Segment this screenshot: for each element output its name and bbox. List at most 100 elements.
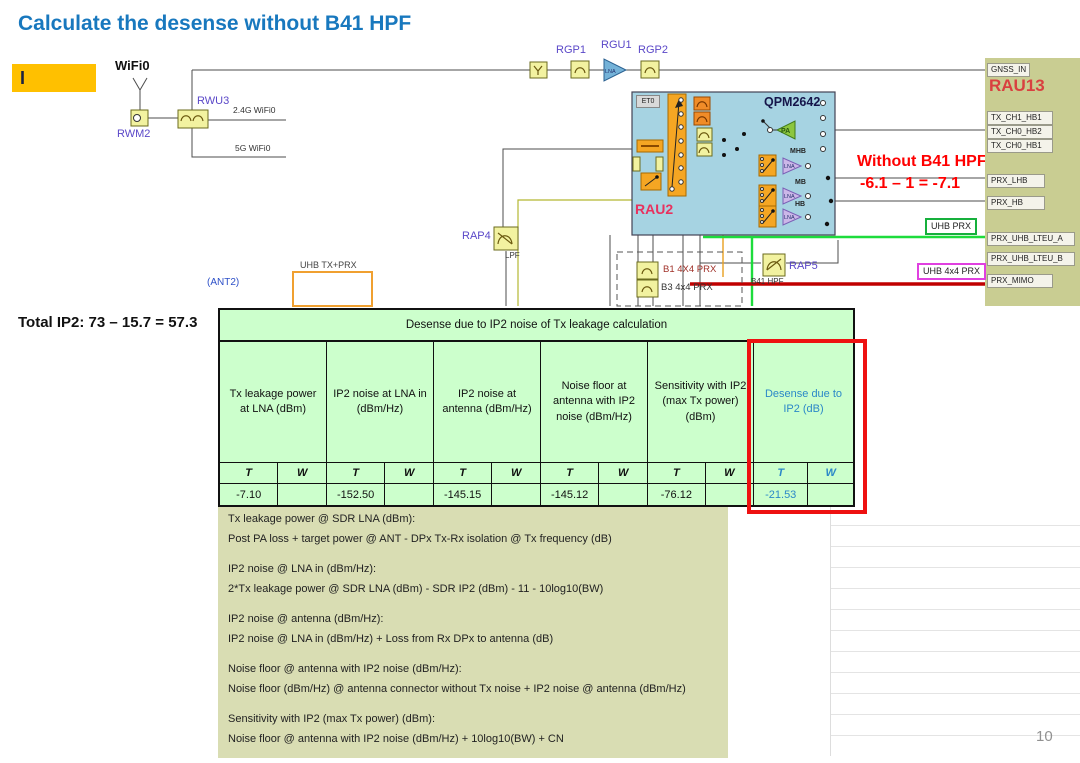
col-header-tx-leakage: Tx leakage power at LNA (dBm)	[220, 342, 327, 462]
subheader-t: T	[648, 463, 706, 483]
mhb-lna-text: LNA	[784, 164, 795, 170]
note-line: 2*Tx leakage power @ SDR LNA (dBm) - SDR…	[228, 583, 604, 595]
port-tx-ch0-hb1: TX_CH0_HB1	[987, 139, 1053, 153]
mb-label: MB	[795, 179, 806, 186]
subheader-w: W	[296, 467, 308, 479]
b1-4x4-filter	[636, 261, 659, 280]
lpf-label: LPF	[505, 251, 520, 260]
highlight-box[interactable]: I	[12, 64, 96, 92]
hb-label: HB	[795, 201, 805, 208]
b1-4x4-prx-label: B1 4X4 PRX	[663, 264, 717, 275]
port-prx-lhb: PRX_LHB	[987, 174, 1045, 188]
rap5-label: RAP5	[789, 260, 818, 272]
table-title: Desense due to IP2 noise of Tx leakage c…	[220, 310, 853, 342]
subheader-w: W	[403, 467, 415, 479]
wifi-24g-label: 2.4G WiFi0	[233, 105, 276, 115]
high-band-filter-icon	[696, 142, 713, 157]
note-line: IP2 noise @ antenna (dBm/Hz):	[228, 613, 384, 625]
rgu1-lna-text: LNA	[605, 69, 616, 75]
value-ip2-antenna-t: -145.15	[434, 484, 493, 505]
rau13-label: RAU13	[989, 76, 1045, 95]
note-line: Sensitivity with IP2 (max Tx power) (dBm…	[228, 713, 436, 725]
page-title: Calculate the desense without B41 HPF	[18, 12, 412, 35]
rgp2-filter	[640, 60, 660, 79]
value-tx-leakage-w	[278, 484, 326, 505]
diplexer-icon	[529, 61, 548, 79]
rwm2-component	[130, 109, 149, 127]
highlight-marker: I	[20, 67, 26, 88]
b3-4x4-prx-label: B3 4x4 PRX	[661, 282, 713, 293]
b41-hpf-filter	[762, 253, 786, 277]
rgp2-label: RGP2	[638, 44, 668, 56]
value-tx-leakage-t: -7.10	[220, 484, 279, 505]
note-line	[228, 699, 718, 709]
port-prx-uhb-lteu-b: PRX_UHB_LTEU_B	[987, 252, 1075, 266]
wifi0-label: WiFi0	[115, 58, 150, 73]
page-number: 10	[1036, 728, 1053, 745]
desense-table: Desense due to IP2 noise of Tx leakage c…	[218, 308, 855, 507]
value-noise-floor-t: -145.12	[541, 484, 600, 505]
rgp1-filter	[570, 60, 590, 79]
note-line: Noise floor (dBm/Hz) @ antenna connector…	[228, 683, 686, 695]
subheader-w: W	[510, 467, 522, 479]
mb-lna-text: LNA	[784, 194, 795, 200]
note-line: Noise floor @ antenna with IP2 noise (dB…	[228, 733, 564, 745]
coupler-component	[632, 139, 664, 191]
rau2-label: RAU2	[635, 201, 674, 217]
uhb-tx-prx-box	[292, 271, 373, 307]
col-header-ip2-antenna: IP2 noise at antenna (dBm/Hz)	[434, 342, 541, 462]
value-desense-t: -21.53	[754, 484, 809, 505]
note-line: Post PA loss + target power @ ANT - DPx …	[228, 533, 612, 545]
desense-calc-annotation: -6.1 – 1 = -7.1	[860, 175, 961, 192]
subheader-t: T	[754, 463, 809, 483]
col-header-ip2-lna: IP2 noise at LNA in (dBm/Hz)	[327, 342, 434, 462]
port-gnss-in: GNSS_IN	[987, 63, 1031, 77]
pa-amplifier: PA	[761, 119, 796, 140]
value-sensitivity-w	[706, 484, 753, 505]
subheader-t: T	[541, 463, 600, 483]
subheader-t: T	[327, 463, 386, 483]
table-value-row: -7.10 -152.50 -145.15 -145.12 -76.12 -21…	[220, 483, 853, 505]
note-line	[228, 599, 718, 609]
port-tx-ch0-hb2: TX_CH0_HB2	[987, 125, 1053, 139]
rap4-lpf	[493, 226, 519, 251]
mb-lna: LNA MB	[782, 179, 811, 205]
note-line: Tx leakage power @ SDR LNA (dBm):	[228, 513, 416, 525]
port-prx-mimo: PRX_MIMO	[987, 274, 1053, 288]
uhb-prx-legend: UHB PRX	[925, 218, 978, 235]
col-header-sensitivity: Sensitivity with IP2 (max Tx power)(dBm)	[648, 342, 754, 462]
spreadsheet-gridlines	[830, 505, 1080, 756]
rap4-label: RAP4	[462, 230, 491, 242]
value-desense-w	[808, 484, 853, 505]
mhb-label: MHB	[790, 148, 806, 155]
subheader-w: W	[617, 467, 629, 479]
value-ip2-lna-t: -152.50	[327, 484, 386, 505]
without-b41-annotation: Without B41 HPF	[857, 153, 987, 170]
rwu3-label: RWU3	[197, 95, 230, 107]
col-header-noise-floor: Noise floor at antenna with IP2 noise (d…	[541, 342, 648, 462]
subheader-w: W	[825, 467, 836, 479]
subheader-w: W	[724, 467, 735, 479]
notes-panel: Tx leakage power @ SDR LNA (dBm): Post P…	[218, 502, 728, 758]
qpm2642-label: QPM2642	[764, 95, 821, 109]
b41-hpf-label: B41 HPF	[751, 277, 784, 286]
hb-lna: LNA HB	[782, 201, 811, 226]
port-prx-uhb-lteu-a: PRX_UHB_LTEU_A	[987, 232, 1075, 246]
note-line	[228, 649, 718, 659]
pa-text: PA	[781, 128, 790, 135]
rwu3-triplexer	[177, 109, 209, 129]
wifi-5g-label: 5G WiFi0	[235, 143, 271, 153]
rwm2-label: RWM2	[117, 128, 151, 140]
note-line	[228, 549, 718, 559]
port-tx-ch1-hb1: TX_CH1_HB1	[987, 111, 1053, 125]
rgp1-label: RGP1	[556, 44, 586, 56]
value-ip2-lna-w	[385, 484, 433, 505]
b7-filter-icon	[693, 96, 711, 111]
rgu1-lna: LNA	[603, 58, 628, 82]
note-line: IP2 noise @ LNA in (dBm/Hz) + Loss from …	[228, 633, 554, 645]
note-line: IP2 noise @ LNA in (dBm/Hz):	[228, 563, 377, 575]
uhb-4x4-prx-legend: UHB 4x4 PRX	[917, 263, 987, 280]
mhb-lna: LNA MHB	[782, 148, 811, 175]
